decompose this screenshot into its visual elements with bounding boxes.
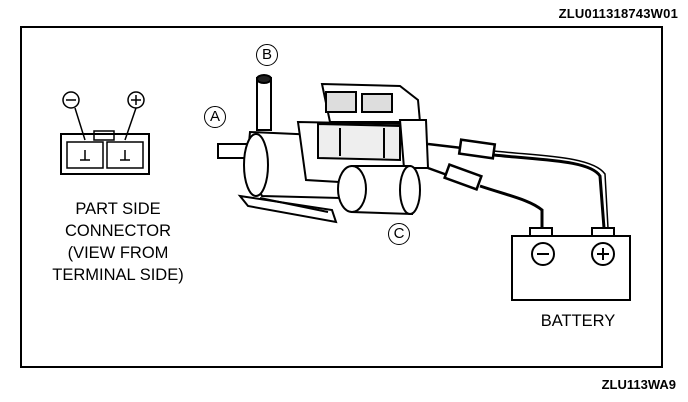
figure-code-bottom: ZLU113WA9 bbox=[601, 377, 676, 392]
port-b-label: B bbox=[256, 44, 278, 66]
caption-line: (VIEW FROM bbox=[67, 244, 169, 262]
battery-terminals bbox=[531, 242, 615, 266]
port-a-label: A bbox=[204, 106, 226, 128]
figure-code-top: ZLU011318743W01 bbox=[558, 6, 678, 21]
solenoid-valve bbox=[217, 74, 430, 224]
caption-line: CONNECTOR bbox=[64, 222, 172, 240]
caption-line: TERMINAL SIDE) bbox=[52, 266, 184, 284]
port-c-label: C bbox=[388, 223, 410, 245]
battery-illustration bbox=[511, 227, 631, 301]
connector-caption: PART SIDE CONNECTOR (VIEW FROM TERMINAL … bbox=[28, 198, 208, 286]
connector-illustration bbox=[60, 91, 150, 175]
battery-label: BATTERY bbox=[540, 312, 616, 330]
caption-line: PART SIDE bbox=[75, 200, 161, 218]
jumper-wires bbox=[427, 138, 609, 229]
diagram-frame bbox=[20, 26, 663, 368]
